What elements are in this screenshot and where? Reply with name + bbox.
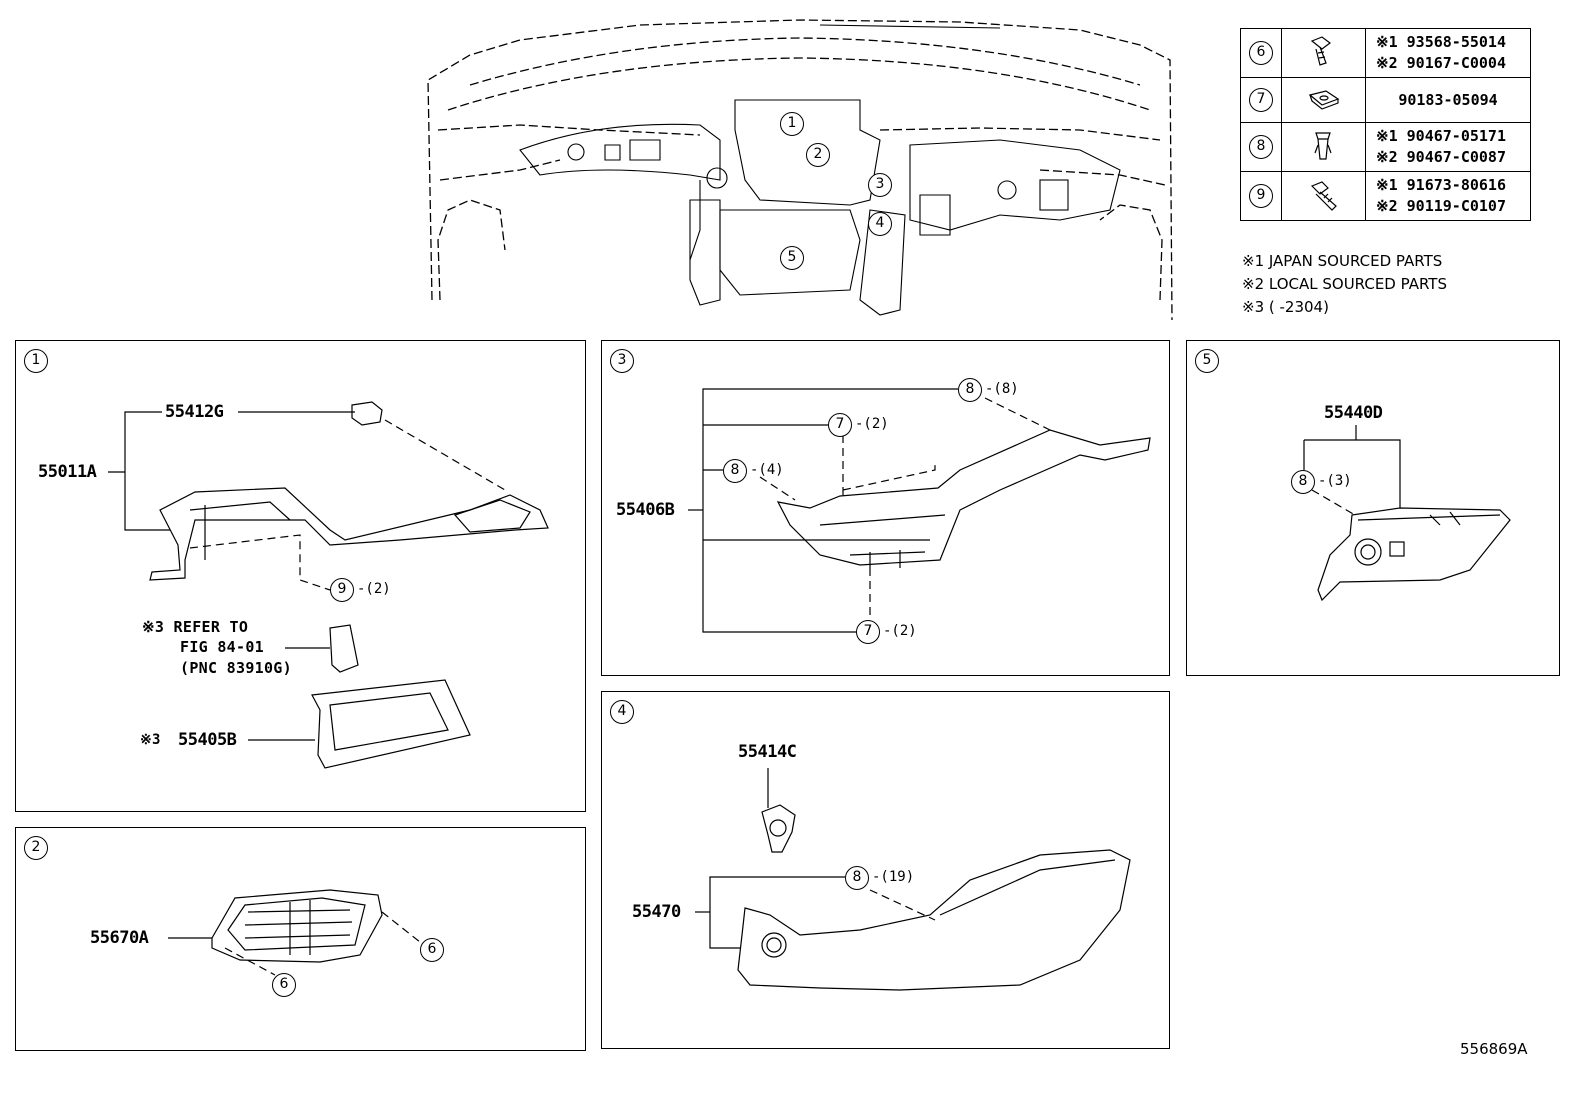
screw-icon bbox=[1281, 171, 1366, 221]
fastener-qty: -(3) bbox=[1318, 473, 1352, 489]
fastener-qty: -(8) bbox=[985, 381, 1019, 397]
reference-note-line-1: ※3 REFER TO bbox=[142, 618, 249, 636]
part-number: ※1 93568-55014 bbox=[1376, 33, 1506, 51]
fastener-row-6[interactable]: 6 ※1 93568-55014 ※2 90167-C0004 bbox=[1240, 28, 1531, 78]
part-number: ※2 90467-C0087 bbox=[1376, 148, 1506, 166]
fastener-callout-8[interactable]: 8 bbox=[958, 378, 982, 402]
bolt-icon bbox=[1281, 28, 1366, 78]
part-label-55670a[interactable]: 55670A bbox=[90, 928, 149, 948]
fastener-qty: -(2) bbox=[883, 623, 917, 639]
fastener-callout-7[interactable]: 7 bbox=[828, 413, 852, 437]
panel-3 bbox=[601, 340, 1170, 676]
part-label-55414c[interactable]: 55414C bbox=[738, 742, 797, 762]
reference-note-line-3: (PNC 83910G) bbox=[180, 659, 292, 677]
panel-2 bbox=[15, 827, 586, 1051]
overview-callout-1[interactable]: 1 bbox=[780, 112, 804, 136]
fastener-ref: 9 bbox=[1249, 184, 1273, 208]
fastener-qty: -(2) bbox=[357, 581, 391, 597]
note-mark: ※3 bbox=[140, 732, 161, 748]
overview-callout-4[interactable]: 4 bbox=[868, 212, 892, 236]
panel-3-number: 3 bbox=[610, 349, 634, 373]
part-label-55470[interactable]: 55470 bbox=[632, 902, 681, 922]
fastener-callout-8[interactable]: 8 bbox=[1291, 470, 1315, 494]
fastener-callout-8[interactable]: 8 bbox=[723, 459, 747, 483]
part-label-55412g[interactable]: 55412G bbox=[165, 402, 224, 422]
panel-4-number: 4 bbox=[610, 700, 634, 724]
fastener-ref: 8 bbox=[1249, 135, 1273, 159]
part-number: ※1 90467-05171 bbox=[1376, 127, 1506, 145]
part-number: ※2 90119-C0107 bbox=[1376, 197, 1506, 215]
fastener-callout-6[interactable]: 6 bbox=[272, 973, 296, 997]
fastener-qty: -(19) bbox=[872, 869, 915, 885]
part-number: 90183-05094 bbox=[1398, 90, 1498, 109]
panel-5 bbox=[1186, 340, 1560, 676]
panel-4 bbox=[601, 691, 1170, 1049]
panel-1 bbox=[15, 340, 586, 812]
overview-callout-5[interactable]: 5 bbox=[780, 246, 804, 270]
part-label-55440d[interactable]: 55440D bbox=[1324, 403, 1383, 423]
fastener-row-7[interactable]: 7 90183-05094 bbox=[1240, 77, 1531, 123]
fastener-ref: 6 bbox=[1249, 41, 1273, 65]
nut-clip-icon bbox=[1281, 77, 1366, 123]
overview-callout-3[interactable]: 3 bbox=[868, 173, 892, 197]
panel-1-number: 1 bbox=[24, 349, 48, 373]
fastener-table: 6 ※1 93568-55014 ※2 90167-C0004 7 90183-… bbox=[1240, 28, 1531, 221]
overview-callout-2[interactable]: 2 bbox=[806, 143, 830, 167]
figure-id: 556869A bbox=[1460, 1040, 1528, 1058]
part-label-55406b[interactable]: 55406B bbox=[616, 500, 675, 520]
panel-5-number: 5 bbox=[1195, 349, 1219, 373]
reference-note-line-2: FIG 84-01 bbox=[180, 638, 264, 656]
fastener-callout-8[interactable]: 8 bbox=[845, 866, 869, 890]
part-number: ※2 90167-C0004 bbox=[1376, 54, 1506, 72]
fastener-callout-6[interactable]: 6 bbox=[420, 938, 444, 962]
fastener-callout-9[interactable]: 9 bbox=[330, 578, 354, 602]
fastener-callout-7[interactable]: 7 bbox=[856, 620, 880, 644]
fastener-qty: -(4) bbox=[750, 462, 784, 478]
fastener-qty: -(2) bbox=[855, 416, 889, 432]
legend-japan-sourced: ※1 JAPAN SOURCED PARTS bbox=[1242, 252, 1443, 270]
fastener-ref: 7 bbox=[1249, 88, 1273, 112]
legend-local-sourced: ※2 LOCAL SOURCED PARTS bbox=[1242, 275, 1447, 293]
part-number: ※1 91673-80616 bbox=[1376, 176, 1506, 194]
fastener-row-9[interactable]: 9 ※1 91673-80616 ※2 90119-C0107 bbox=[1240, 171, 1531, 221]
legend-date-range: ※3 ( -2304) bbox=[1242, 298, 1329, 316]
part-label-55405b[interactable]: 55405B bbox=[178, 730, 237, 750]
panel-2-number: 2 bbox=[24, 836, 48, 860]
part-label-55011a[interactable]: 55011A bbox=[38, 462, 97, 482]
